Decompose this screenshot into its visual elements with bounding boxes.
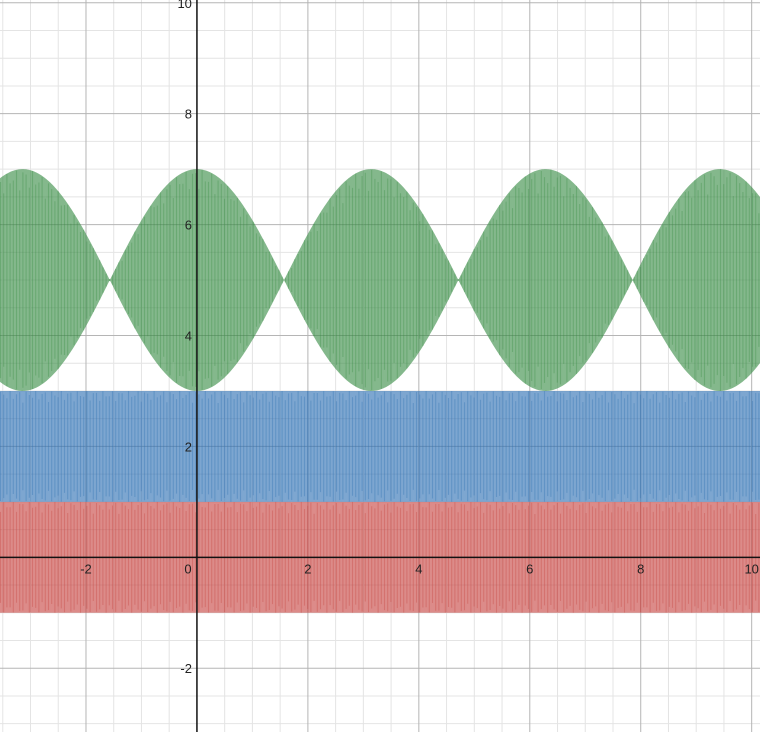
x-tick-label: 4 bbox=[415, 561, 422, 576]
series-1-fill bbox=[0, 390, 760, 502]
x-tick-labels: -2 0 2 4 6 8 10 bbox=[80, 561, 759, 576]
series-1-band bbox=[0, 390, 760, 502]
x-tick-label: 8 bbox=[637, 561, 644, 576]
x-tick-label: -2 bbox=[80, 561, 92, 576]
series-2-band bbox=[0, 169, 760, 391]
series-2-texture bbox=[0, 169, 760, 391]
y-tick-labels: -2 2 4 6 8 10 bbox=[177, 0, 191, 676]
y-tick-label: 8 bbox=[185, 107, 192, 122]
x-tick-label: 6 bbox=[526, 561, 533, 576]
y-tick-label: -2 bbox=[180, 661, 192, 676]
series-1-texture bbox=[0, 390, 760, 502]
y-tick-label: 10 bbox=[177, 0, 191, 11]
plot-area bbox=[0, 169, 760, 613]
x-tick-label: 10 bbox=[744, 561, 758, 576]
y-tick-label: 6 bbox=[185, 218, 192, 233]
x-tick-label: 2 bbox=[304, 561, 311, 576]
y-tick-label: 4 bbox=[185, 329, 192, 344]
series-2-fill bbox=[0, 169, 760, 391]
x-tick-label: 0 bbox=[184, 561, 191, 576]
y-tick-label: 2 bbox=[185, 439, 192, 454]
